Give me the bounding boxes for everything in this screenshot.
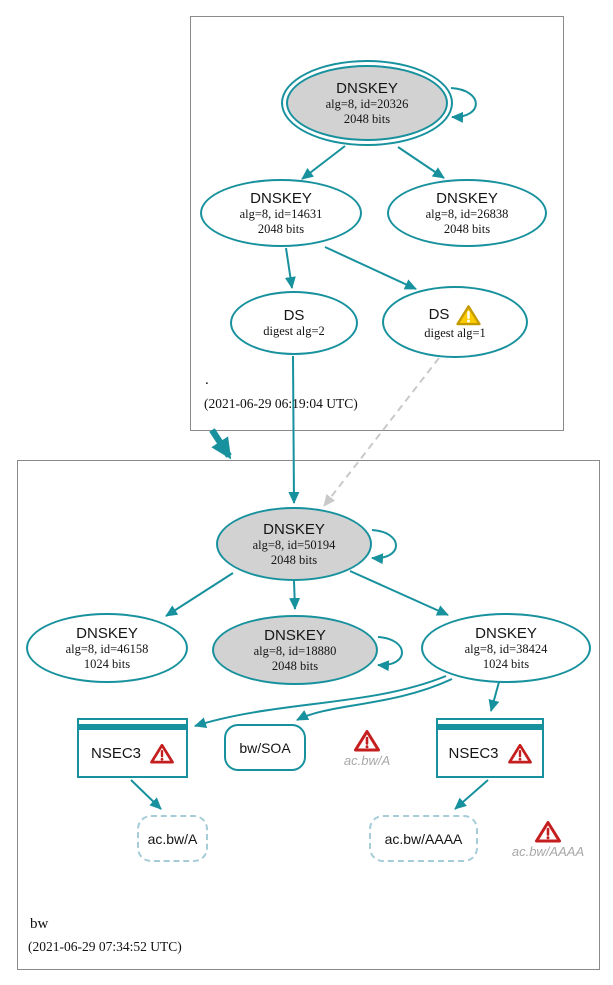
zone-timestamp-bw: (2021-06-29 07:34:52 UTC) xyxy=(28,939,182,954)
node-detail: 1024 bits xyxy=(83,656,131,671)
node-detail: alg=8, id=18880 xyxy=(253,643,337,658)
rrset-node-ac-bw-aaaa[interactable]: ac.bw/AAAA xyxy=(369,815,478,862)
error-label-ac-bw-a: ac.bw/A xyxy=(343,753,391,768)
node-title: DS xyxy=(428,306,450,323)
node-detail: alg=8, id=38424 xyxy=(464,641,548,656)
node-detail: alg=8, id=14631 xyxy=(239,206,323,221)
nsec3-header-stripe xyxy=(438,724,542,730)
nsec3-node-right[interactable]: NSEC3 xyxy=(436,718,544,778)
dnskey-node-46158[interactable]: DNSKEY alg=8, id=46158 1024 bits xyxy=(26,613,188,683)
soa-node[interactable]: bw/SOA xyxy=(224,724,306,771)
dnskey-node-14631[interactable]: DNSKEY alg=8, id=14631 2048 bits xyxy=(200,179,362,247)
error-indicator-ac-bw-aaaa: ac.bw/AAAA xyxy=(500,820,596,859)
error-triangle-icon xyxy=(535,821,561,843)
node-detail: digest alg=2 xyxy=(263,324,325,338)
rrset-node-ac-bw-a[interactable]: ac.bw/A xyxy=(137,815,208,862)
dnskey-node-20326[interactable]: DNSKEY alg=8, id=20326 2048 bits xyxy=(281,60,453,146)
node-title: NSEC3 xyxy=(448,744,499,762)
node-title: ac.bw/A xyxy=(147,830,198,847)
node-title: DNSKEY xyxy=(263,520,325,538)
dnskey-node-26838[interactable]: DNSKEY alg=8, id=26838 2048 bits xyxy=(387,179,547,247)
edge-delegation-root-bw xyxy=(209,428,232,460)
node-detail: alg=8, id=20326 xyxy=(325,96,409,111)
error-triangle-icon xyxy=(150,743,174,764)
node-title: NSEC3 xyxy=(90,744,142,762)
node-title: DNSKEY xyxy=(264,626,326,644)
dnskey-node-38424[interactable]: DNSKEY alg=8, id=38424 1024 bits xyxy=(421,613,591,683)
node-detail: alg=8, id=46158 xyxy=(65,641,149,656)
node-detail: 2048 bits xyxy=(443,221,491,236)
node-detail: alg=8, id=50194 xyxy=(252,537,336,552)
node-detail: 2048 bits xyxy=(271,658,319,673)
node-detail: alg=8, id=26838 xyxy=(425,206,509,221)
nsec3-node-left[interactable]: NSEC3 xyxy=(77,718,188,778)
ds-node-digest-alg2[interactable]: DS digest alg=2 xyxy=(230,291,358,355)
node-detail: 2048 bits xyxy=(343,111,391,126)
node-title: ac.bw/AAAA xyxy=(384,830,463,847)
nsec3-header-stripe xyxy=(79,724,186,730)
node-title: DNSKEY xyxy=(250,189,312,207)
ds-node-digest-alg1[interactable]: DS digest alg=1 xyxy=(382,286,528,358)
node-title: bw/SOA xyxy=(239,739,291,756)
node-detail: 2048 bits xyxy=(270,552,318,567)
dnskey-node-50194[interactable]: DNSKEY alg=8, id=50194 2048 bits xyxy=(216,507,372,581)
error-label-ac-bw-aaaa: ac.bw/AAAA xyxy=(511,844,585,859)
node-detail: 1024 bits xyxy=(482,656,530,671)
node-title: DNSKEY xyxy=(336,79,398,97)
zone-cluster-bw xyxy=(17,460,600,970)
node-detail: 2048 bits xyxy=(257,221,305,236)
dnskey-node-18880[interactable]: DNSKEY alg=8, id=18880 2048 bits xyxy=(212,615,378,685)
error-triangle-icon xyxy=(507,743,532,764)
node-detail: digest alg=1 xyxy=(424,325,486,340)
warning-triangle-icon xyxy=(456,304,482,325)
dnskey-node-20326-inner: DNSKEY alg=8, id=20326 2048 bits xyxy=(286,65,448,141)
error-indicator-ac-bw-a: ac.bw/A xyxy=(322,729,412,768)
node-title: DS xyxy=(283,307,305,324)
node-title: DNSKEY xyxy=(76,624,138,642)
zone-timestamp-root: (2021-06-29 06:19:04 UTC) xyxy=(204,396,358,411)
node-title: DNSKEY xyxy=(436,189,498,207)
node-title: DNSKEY xyxy=(475,624,537,642)
zone-label-bw: bw xyxy=(30,916,49,932)
zone-label-root: . xyxy=(205,372,209,388)
error-triangle-icon xyxy=(354,730,380,752)
